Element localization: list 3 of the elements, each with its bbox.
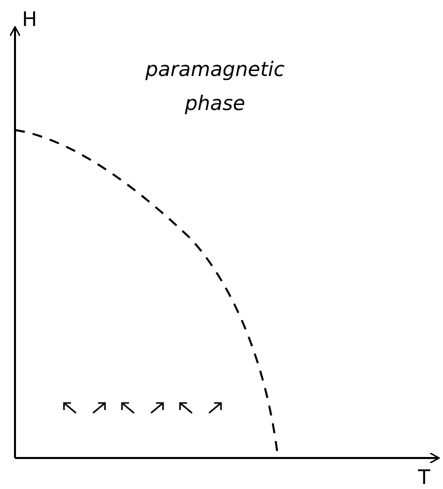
axis-label: H: [22, 6, 38, 33]
axis-label: T: [418, 464, 430, 489]
region-label: paramagnetic phase: [144, 56, 286, 117]
